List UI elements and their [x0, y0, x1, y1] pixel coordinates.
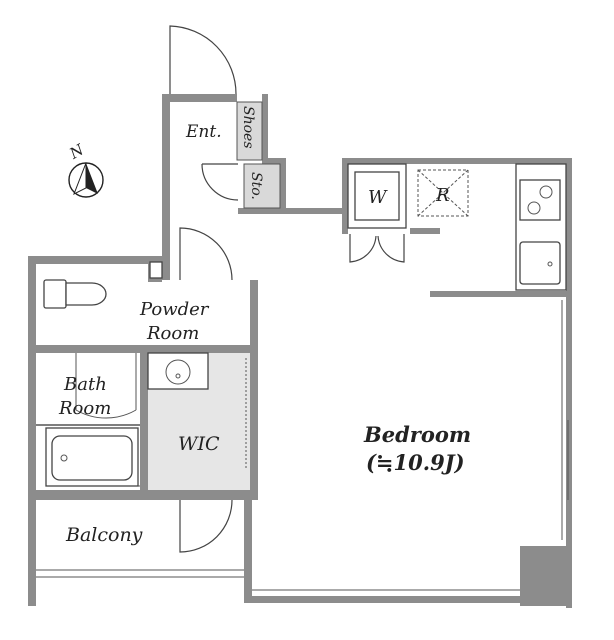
- washer-label: W: [368, 187, 388, 208]
- bathtub: [36, 424, 140, 487]
- entrance-label: Ent.: [185, 122, 222, 142]
- powder-room-label-line1: Powder: [139, 299, 210, 320]
- balcony-label: Balcony: [65, 524, 143, 546]
- shoes-cabinet: [236, 101, 263, 161]
- fridge-space: [417, 169, 469, 217]
- bath-room-label-line1: Bath: [63, 374, 107, 395]
- bath-room-label-line2: Room: [58, 398, 111, 419]
- storage-label: Sto.: [248, 172, 264, 200]
- kitchen: [515, 163, 567, 291]
- north-label: N: [66, 140, 88, 163]
- washer: [347, 163, 407, 229]
- toilet: [43, 261, 163, 309]
- bedroom-size-label: (≒10.9J): [366, 450, 465, 475]
- shoes-label: Shoes: [240, 106, 256, 149]
- compass: N: [66, 140, 104, 198]
- doors: [75, 25, 405, 553]
- storage-closet: [243, 163, 281, 209]
- sink: [147, 352, 209, 390]
- fridge-label: R: [435, 185, 450, 206]
- powder-room-label-line2: Room: [146, 323, 199, 344]
- wic-label: WIC: [178, 433, 220, 455]
- bedroom-label: Bedroom: [363, 422, 471, 447]
